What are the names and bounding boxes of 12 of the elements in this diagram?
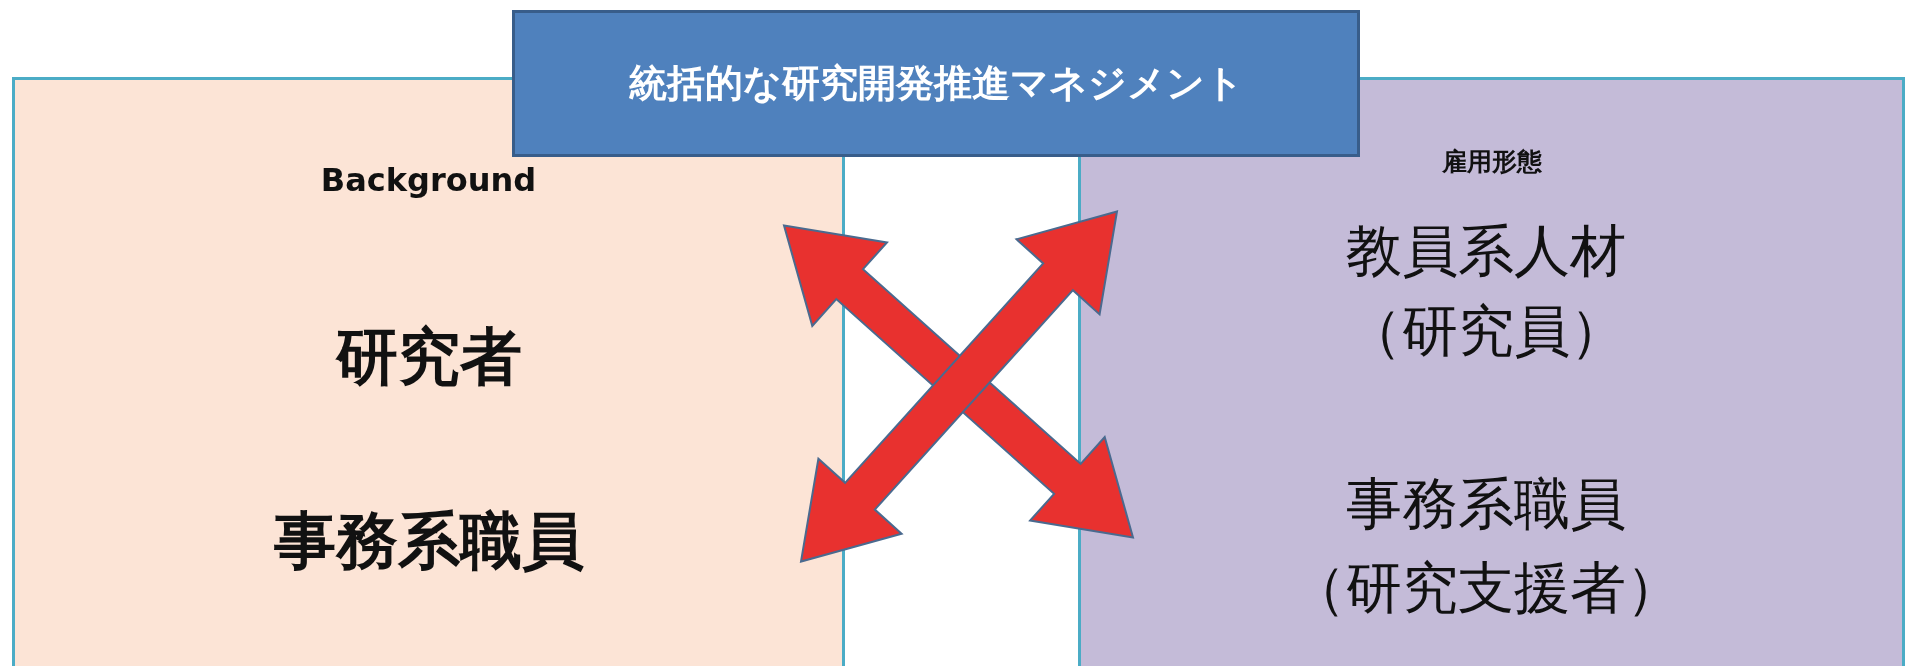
banner-title: 統括的な研究開発推進マネジメント	[628, 60, 1244, 107]
role-label: （研究員）	[1346, 297, 1626, 365]
role-label: 事務系職員	[274, 507, 584, 576]
title-banner	[512, 10, 1360, 157]
panel-heading: 雇用形態	[1440, 146, 1543, 178]
role-label: 事務系職員	[1346, 470, 1626, 538]
double-arrow	[782, 224, 1135, 539]
role-label: 研究者	[336, 323, 522, 392]
panel-heading: Background	[319, 160, 538, 199]
double-arrow	[799, 210, 1119, 563]
role-label: （研究支援者）	[1290, 554, 1682, 622]
role-label: 教員系人材	[1346, 217, 1626, 285]
